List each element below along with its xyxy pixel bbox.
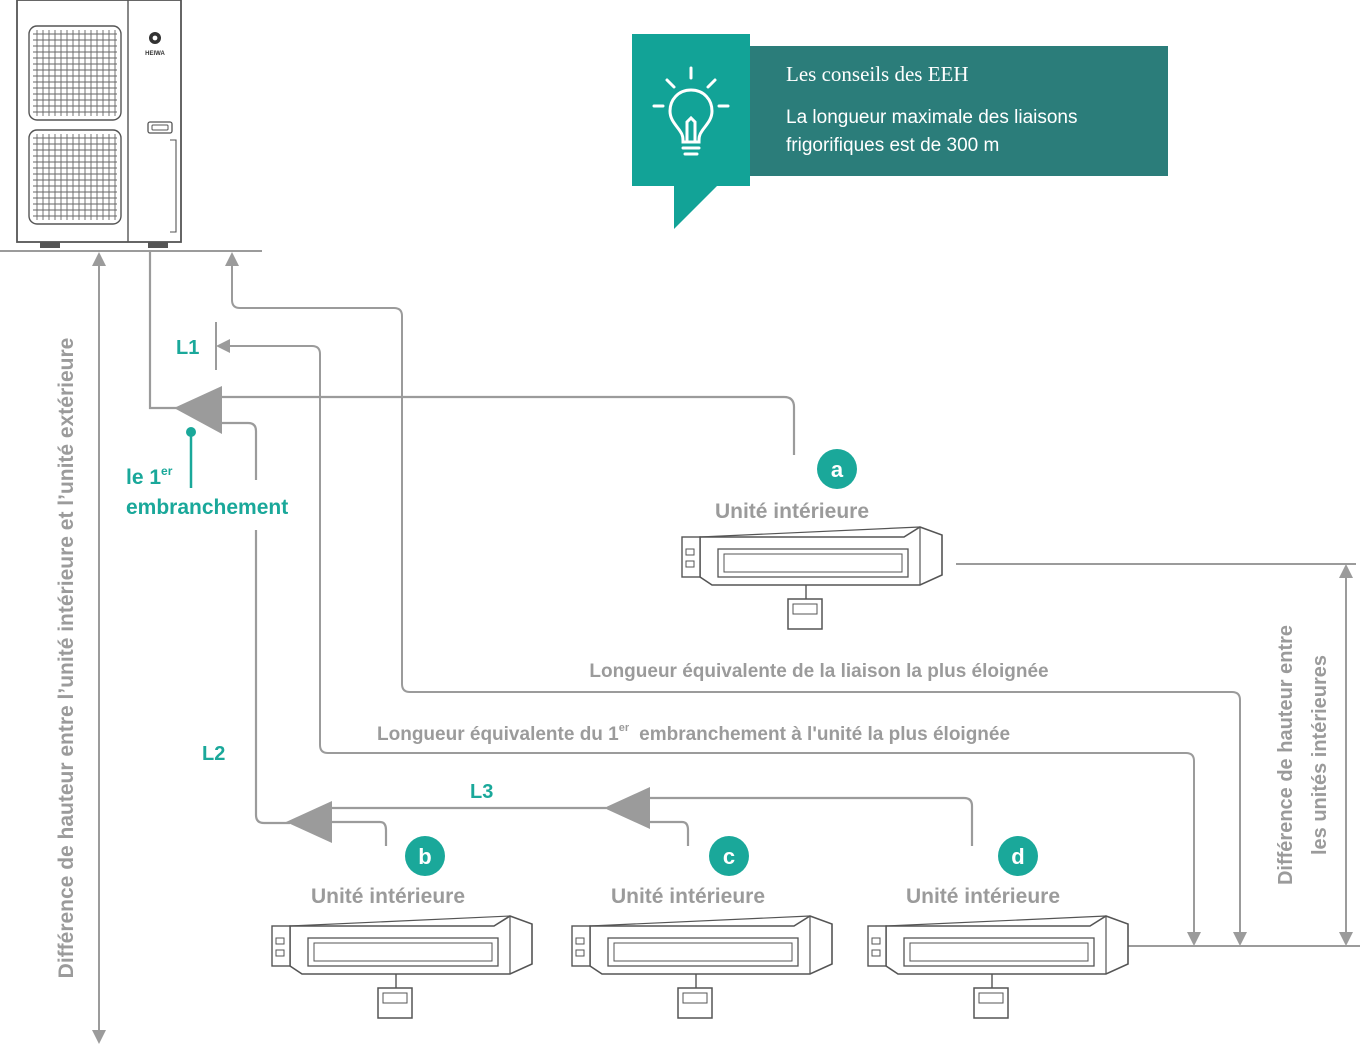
label-l3: L3 <box>470 781 493 803</box>
arrowheads <box>92 252 1353 1044</box>
svg-text:b: b <box>418 844 431 869</box>
fan-grille <box>28 25 122 225</box>
svg-text:c: c <box>723 844 735 869</box>
svg-text:a: a <box>831 457 844 482</box>
lightbulb-icon <box>652 66 730 156</box>
first-branch-label-2: embranchement <box>126 496 288 519</box>
unit-label-b: Unité intérieure <box>311 885 465 908</box>
label-l1: L1 <box>176 337 199 359</box>
label-l2: L2 <box>202 743 225 765</box>
badge-d: d <box>998 836 1038 876</box>
dimension-lines <box>98 262 1360 1034</box>
badge-a: a <box>817 449 857 489</box>
height-indoor-label-2: les unités intérieures <box>1309 655 1331 855</box>
branch-joint-b <box>286 801 332 843</box>
refrigerant-lines <box>148 251 974 846</box>
first-branch-label: le 1er <box>126 464 173 489</box>
brand-text: HEIWA <box>145 51 165 57</box>
branch-joint-c <box>604 787 650 829</box>
indoor-unit-a <box>681 526 943 630</box>
indoor-unit-b <box>271 915 533 1019</box>
longest-link-label: Longueur équivalente de la liaison la pl… <box>589 661 1048 682</box>
unit-label-c: Unité intérieure <box>611 885 765 908</box>
svg-text:d: d <box>1011 844 1024 869</box>
first-branch-joint <box>174 386 222 434</box>
badge-c: c <box>709 836 749 876</box>
badge-b: b <box>405 836 445 876</box>
height-outdoor-indoor-label: Différence de hauteur entre l’unité inté… <box>55 338 78 979</box>
unit-label-d: Unité intérieure <box>906 885 1060 908</box>
indoor-unit-c <box>571 915 833 1019</box>
tip-box: Les conseils des EEH La longueur maximal… <box>750 46 1168 176</box>
indoor-unit-d <box>867 915 1129 1019</box>
first-branch-marker <box>186 427 196 488</box>
tip-title: Les conseils des EEH <box>786 62 969 86</box>
outdoor-unit: HEIWA <box>16 0 182 248</box>
tip-text: La longueur maximale des liaisons frigor… <box>786 107 1078 156</box>
unit-label-a: Unité intérieure <box>715 500 869 523</box>
tip-icon-panel <box>632 34 750 186</box>
tip-tail <box>674 185 718 229</box>
height-indoor-label-1: Différence de hauteur entre <box>1275 625 1297 885</box>
